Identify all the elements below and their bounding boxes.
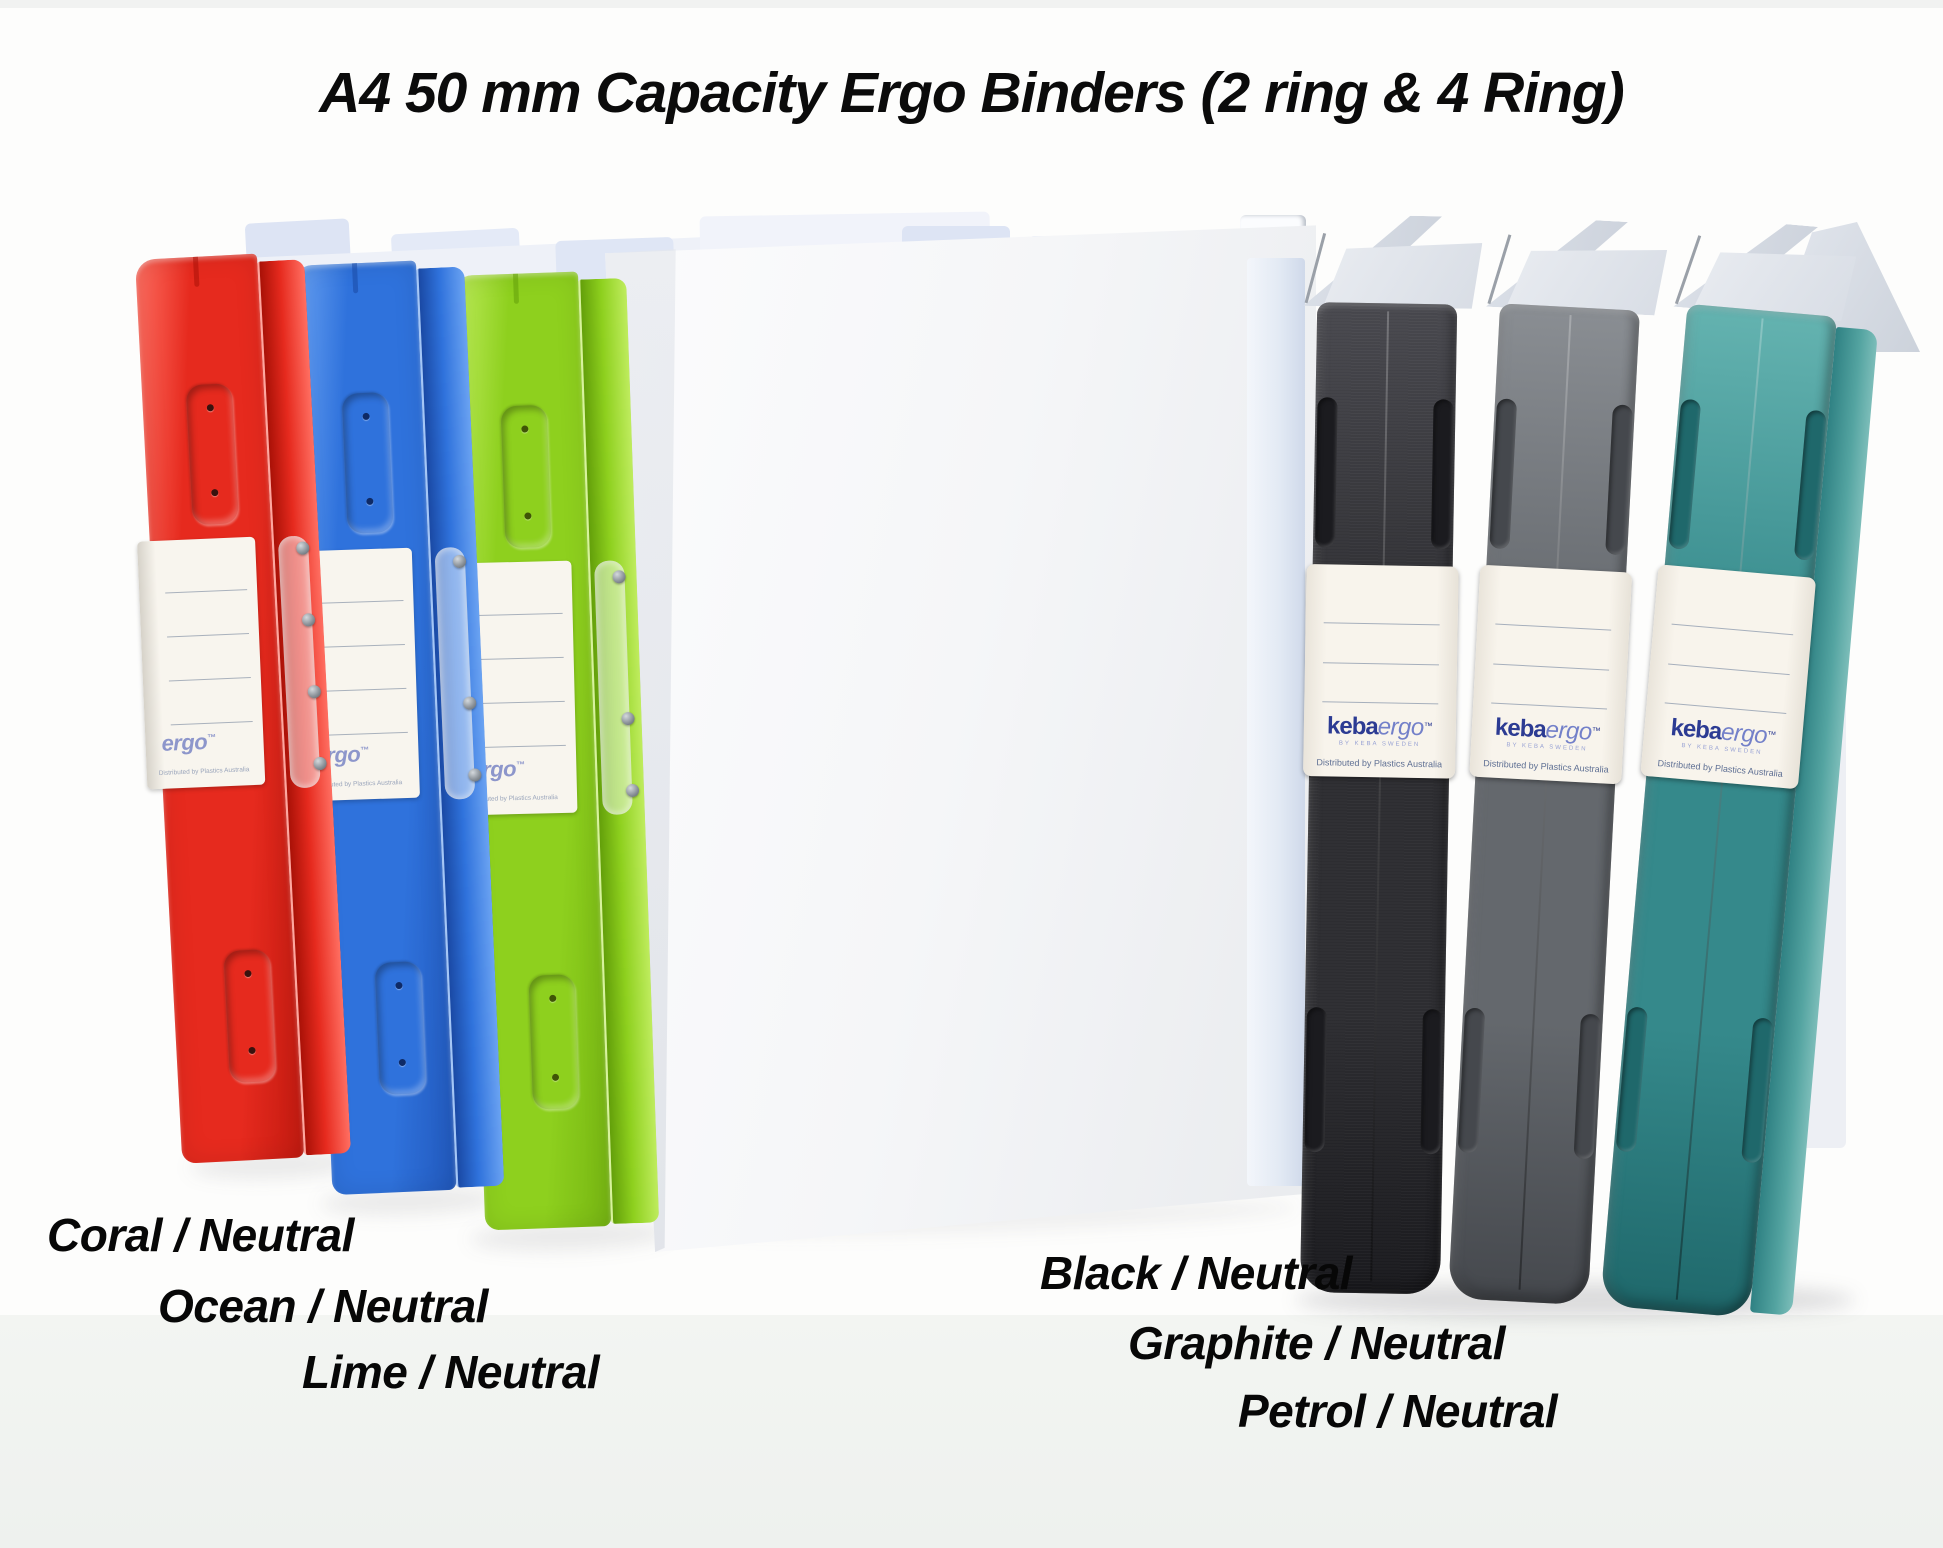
binder-graphite-label: kebaergo™ by keba sweden Distributed by …	[1469, 564, 1633, 785]
label-line	[478, 700, 565, 704]
black-binder-cover-edge	[1247, 258, 1305, 1186]
distributor-text: Distributed by Plastics Australia	[158, 766, 250, 777]
slot-hole	[395, 981, 403, 990]
caption-graphite: Graphite / Neutral	[1128, 1317, 1505, 1369]
label-line	[167, 633, 250, 638]
binder-black-label: kebaergo™ by keba sweden Distributed by …	[1303, 564, 1459, 779]
slot-hole	[549, 994, 557, 1003]
lime-binder-frosted-cover	[605, 225, 1316, 1252]
binder-coral-label: ergo™ Distributed by Plastics Australia	[137, 536, 266, 790]
label-line	[1671, 623, 1794, 636]
caption-ocean: Ocean / Neutral	[158, 1280, 488, 1332]
label-line	[322, 687, 407, 692]
binder-black: kebaergo™ by keba sweden Distributed by …	[1300, 302, 1459, 1295]
distributor-text: Distributed by Plastics Australia	[1482, 758, 1609, 775]
slot-hole	[362, 412, 370, 421]
logo-tagline: by keba sweden	[1338, 740, 1421, 749]
binder-petrol-label: kebaergo™ by keba sweden Distributed by …	[1640, 564, 1817, 790]
slot-hole	[244, 969, 252, 978]
slot-hole	[211, 488, 219, 497]
label-line	[1493, 663, 1610, 671]
kebaergo-logo: kebaergo™	[1326, 712, 1433, 742]
spine-slot-bottom	[223, 948, 277, 1084]
label-line	[477, 656, 564, 660]
spine-slot-bottom	[374, 961, 427, 1095]
distributor-text: Distributed by Plastics Australia	[1657, 757, 1784, 779]
grip-notch	[1430, 399, 1454, 550]
slot-hole	[248, 1046, 256, 1055]
slot-hole	[551, 1073, 560, 1081]
label-line	[476, 612, 563, 616]
label-line	[165, 589, 248, 594]
label-line	[1668, 663, 1790, 676]
label-line	[168, 677, 251, 682]
grip-notch	[1304, 1007, 1327, 1153]
label-line	[479, 744, 566, 748]
grip-notch	[1420, 1009, 1443, 1155]
neutral-cover-panel	[1323, 240, 1482, 309]
spine-slot-bottom	[528, 974, 580, 1110]
slot-hole	[366, 497, 374, 505]
slot-hole	[524, 512, 532, 520]
background-floor-band	[0, 1315, 1943, 1548]
spine-slot-top	[500, 404, 552, 549]
label-line	[1664, 702, 1787, 714]
background-top-strip	[0, 0, 1943, 8]
slot-hole	[521, 425, 529, 433]
spine-slot-top	[341, 391, 394, 534]
page-title: A4 50 mm Capacity Ergo Binders (2 ring &…	[319, 61, 1624, 125]
grip-notch	[1315, 397, 1338, 548]
slot-hole	[206, 404, 215, 412]
caption-lime: Lime / Neutral	[302, 1346, 600, 1398]
kebaergo-logo-partial: ergo™	[160, 728, 216, 756]
spine-slot-top	[185, 383, 239, 526]
label-line	[170, 720, 253, 726]
label-line	[1322, 662, 1439, 666]
label-line	[319, 599, 404, 604]
spine-notch	[192, 256, 200, 287]
caption-petrol: Petrol / Neutral	[1238, 1385, 1558, 1437]
label-line	[1323, 622, 1440, 626]
slot-hole	[398, 1058, 406, 1067]
label-line	[323, 731, 408, 736]
spine-notch	[512, 273, 520, 304]
distributor-text: Distributed by Plastics Australia	[1316, 757, 1443, 770]
spine-notch	[351, 263, 359, 294]
label-line	[1495, 623, 1612, 631]
binder-petrol: kebaergo™ by keba sweden Distributed by …	[1600, 304, 1878, 1319]
caption-black: Black / Neutral	[1040, 1247, 1353, 1299]
label-line	[1491, 702, 1608, 710]
binder-graphite: kebaergo™ by keba sweden Distributed by …	[1448, 303, 1640, 1306]
caption-coral: Coral / Neutral	[47, 1209, 354, 1261]
label-line	[320, 643, 405, 648]
label-line	[1322, 701, 1439, 705]
